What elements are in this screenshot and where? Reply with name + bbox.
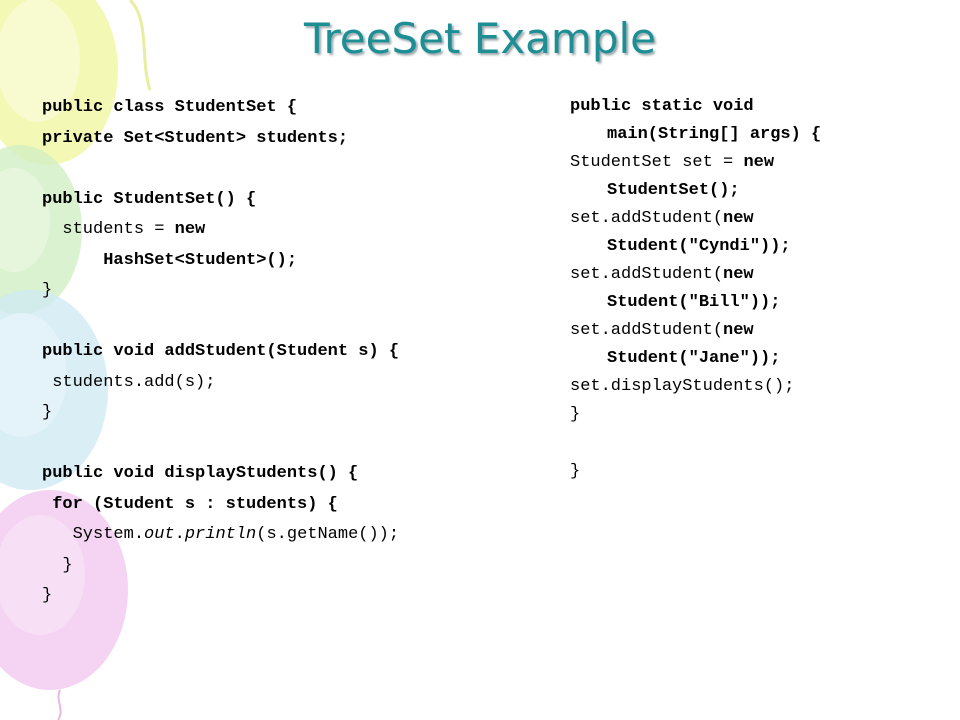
- code-line: set.addStudent(new: [570, 261, 950, 289]
- balloon-string: [57, 689, 62, 720]
- code-line: System.out.println(s.getName());: [42, 520, 562, 551]
- code-line: public void addStudent(Student s) {: [42, 342, 400, 361]
- code-token: set.addStudent(: [570, 265, 724, 284]
- code-token: new: [723, 265, 754, 284]
- code-block-main: public static void main(String[] args) {…: [570, 93, 950, 486]
- code-line: }: [42, 403, 53, 422]
- code-line: Student("Jane"));: [607, 349, 781, 368]
- code-line: set.displayStudents();: [570, 377, 795, 396]
- code-line: students.add(s);: [42, 372, 216, 392]
- balloon-yellow-inner: [0, 0, 80, 122]
- code-token: new: [723, 321, 754, 340]
- code-line: public static void: [570, 97, 754, 116]
- code-token: .: [174, 525, 185, 544]
- code-token: out: [144, 525, 175, 544]
- blank-line: [42, 307, 562, 338]
- code-token: students =: [42, 220, 175, 239]
- blank-line: [42, 154, 562, 185]
- code-token: (s.getName());: [256, 525, 400, 544]
- code-line: private Set<Student> students;: [42, 124, 562, 155]
- code-line: }: [42, 586, 53, 605]
- code-line: public void displayStudents() {: [42, 464, 359, 483]
- code-line: set.addStudent(new: [570, 317, 950, 345]
- code-block-studentset: public class StudentSet { private Set<St…: [42, 93, 562, 612]
- code-line: students = new: [42, 215, 562, 246]
- code-token: println: [184, 525, 257, 544]
- code-token: private Set<Student>: [42, 128, 247, 148]
- balloon-blue-inner: [0, 313, 67, 437]
- code-line: }: [570, 461, 581, 481]
- code-line: public StudentSet() {: [42, 189, 257, 209]
- code-token: set.addStudent(: [570, 321, 724, 340]
- balloon-pink-inner: [0, 515, 85, 635]
- code-token: StudentSet set =: [570, 153, 744, 172]
- code-line: StudentSet set = new: [570, 149, 950, 177]
- code-token: System.: [42, 525, 145, 544]
- code-line: }: [42, 555, 73, 575]
- code-line: HashSet<Student>();: [42, 250, 298, 270]
- balloon-green-inner: [0, 168, 50, 272]
- code-line: main(String[] args) {: [607, 125, 822, 144]
- code-line: set.addStudent(new: [570, 205, 950, 233]
- code-token: set.addStudent(: [570, 209, 724, 228]
- code-token: students;: [246, 128, 349, 148]
- code-token: new: [723, 209, 754, 228]
- code-line: Student("Cyndi"));: [607, 237, 791, 256]
- code-line: for (Student s : students) {: [42, 494, 338, 514]
- balloon-string: [128, 0, 152, 91]
- code-token: new: [174, 220, 206, 239]
- blank-line: [570, 429, 950, 458]
- code-line: Student("Bill"));: [607, 293, 781, 312]
- code-line: public class StudentSet {: [42, 98, 298, 117]
- code-line: }: [570, 405, 581, 424]
- code-line: StudentSet();: [607, 181, 740, 200]
- slide-title: TreeSet Example: [303, 14, 657, 63]
- blank-line: [42, 429, 562, 460]
- code-line: }: [42, 281, 53, 300]
- code-token: new: [743, 153, 775, 172]
